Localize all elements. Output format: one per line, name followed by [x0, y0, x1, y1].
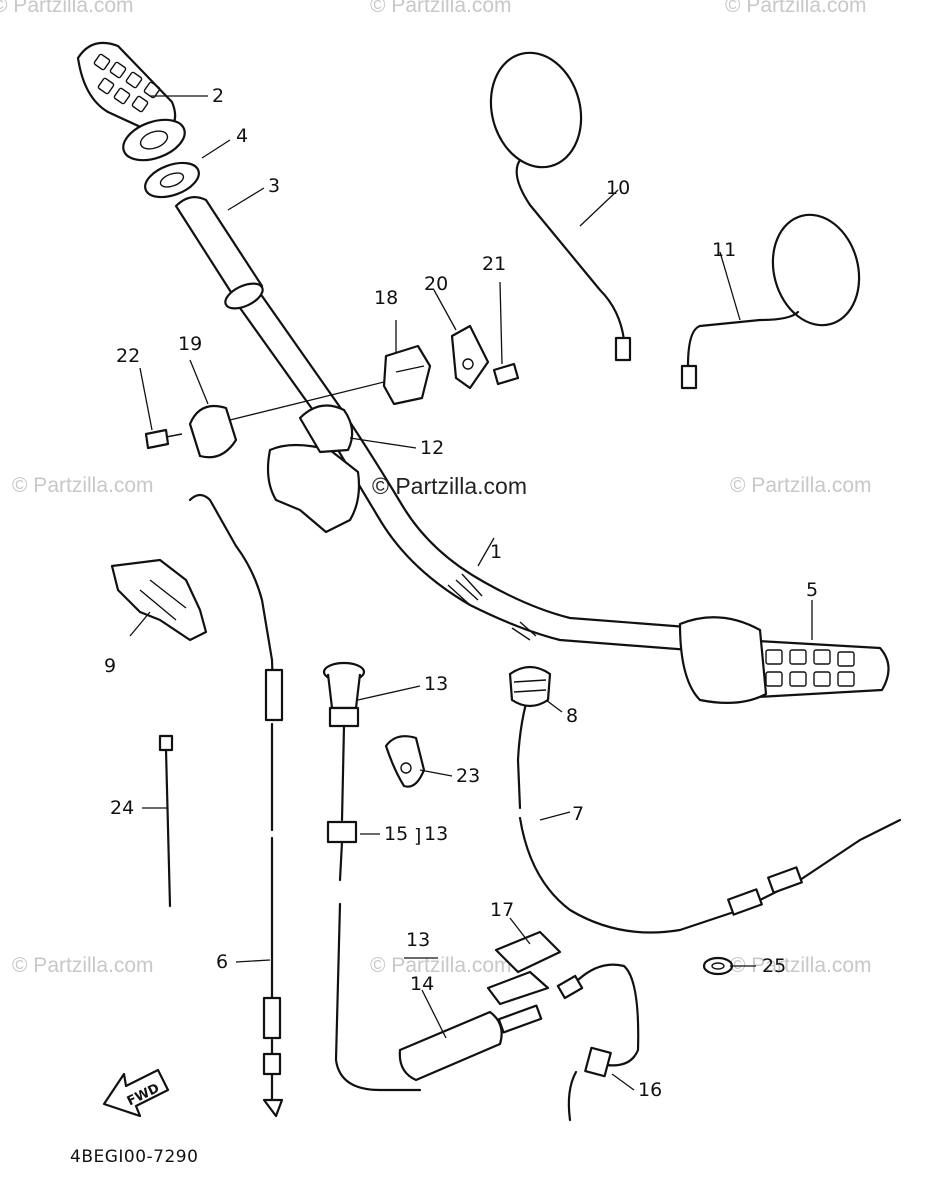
- clamp-half[interactable]: [188, 404, 238, 459]
- choke-clip[interactable]: [384, 735, 426, 788]
- leader-lines: [129, 95, 813, 1091]
- cable-guide-bracket[interactable]: [450, 324, 490, 390]
- watermark-low-center: © Partzilla.com: [370, 954, 512, 977]
- center-watermark: © Partzilla.com: [372, 473, 527, 499]
- callout-15-bracket: ]: [414, 825, 421, 847]
- callout-6: 6: [216, 951, 228, 973]
- watermark-top-center: © Partzilla.com: [370, 0, 512, 17]
- callout-21: 21: [482, 253, 506, 275]
- cable-connector[interactable]: [486, 930, 584, 1006]
- callout-23: 23: [456, 765, 480, 787]
- callout-3: 3: [268, 175, 280, 197]
- screw-22[interactable]: [144, 428, 183, 450]
- callout-22: 22: [116, 345, 140, 367]
- callout-4: 4: [236, 125, 248, 147]
- mirror-right[interactable]: [680, 205, 871, 390]
- callout-19: 19: [178, 333, 202, 355]
- choke-plunger[interactable]: [398, 1004, 543, 1082]
- choke-knob[interactable]: [322, 661, 366, 728]
- callout-7: 7: [572, 803, 584, 825]
- callout-25: 25: [762, 955, 786, 977]
- clutch-cable[interactable]: [188, 493, 284, 1118]
- choke-lead-wire[interactable]: [567, 963, 640, 1122]
- callout-8: 8: [566, 705, 578, 727]
- watermark-mid-left: © Partzilla.com: [12, 474, 154, 497]
- watermark-low-right: © Partzilla.com: [730, 954, 872, 977]
- right-grip[interactable]: [678, 616, 890, 704]
- clamp-holder[interactable]: [382, 344, 432, 406]
- diagram-code: 4BEGI00-7290: [70, 1147, 198, 1167]
- watermark-top-left: © Partzilla.com: [0, 0, 134, 17]
- callout-14: 14: [410, 973, 434, 995]
- watermark-group: © Partzilla.com © Partzilla.com © Partzi…: [0, 0, 872, 977]
- callout-18: 18: [374, 287, 398, 309]
- callout-10: 10: [606, 177, 630, 199]
- cable-clamp[interactable]: [702, 956, 734, 976]
- watermark-top-right: © Partzilla.com: [725, 0, 867, 17]
- cable-boot[interactable]: [508, 665, 552, 708]
- callout-15: 15: [384, 823, 408, 845]
- clutch-lever-holder[interactable]: [110, 558, 208, 642]
- screw-21[interactable]: [492, 362, 520, 386]
- watermark-mid-right: © Partzilla.com: [730, 474, 872, 497]
- throttle-tube[interactable]: [174, 195, 266, 313]
- mirror-left[interactable]: [478, 43, 632, 362]
- callout-24: 24: [110, 797, 134, 819]
- throttle-cable[interactable]: [516, 688, 902, 934]
- callout-5: 5: [806, 579, 818, 601]
- left-grip[interactable]: [76, 41, 190, 168]
- callout-17: 17: [490, 899, 514, 921]
- callout-20: 20: [424, 273, 448, 295]
- choke-cable[interactable]: [326, 724, 422, 1092]
- callout-13: 13: [424, 673, 448, 695]
- throttle-housing[interactable]: [266, 404, 361, 534]
- callout-13-c: 13: [406, 929, 430, 951]
- callout-16: 16: [638, 1079, 662, 1101]
- cable-tie[interactable]: [158, 734, 174, 908]
- callout-12: 12: [420, 437, 444, 459]
- callout-11: 11: [712, 239, 736, 261]
- callouts: 2 4 3 10 11 21 20 18 19 22 12 1 5 9 13 8…: [104, 85, 818, 1101]
- grip-washer[interactable]: [141, 156, 204, 203]
- fwd-arrow-icon: FWD: [102, 1068, 170, 1118]
- callout-13-b: 13: [424, 823, 448, 845]
- callout-1: 1: [490, 541, 502, 563]
- callout-2: 2: [212, 85, 224, 107]
- callout-9: 9: [104, 655, 116, 677]
- watermark-low-left: © Partzilla.com: [12, 954, 154, 977]
